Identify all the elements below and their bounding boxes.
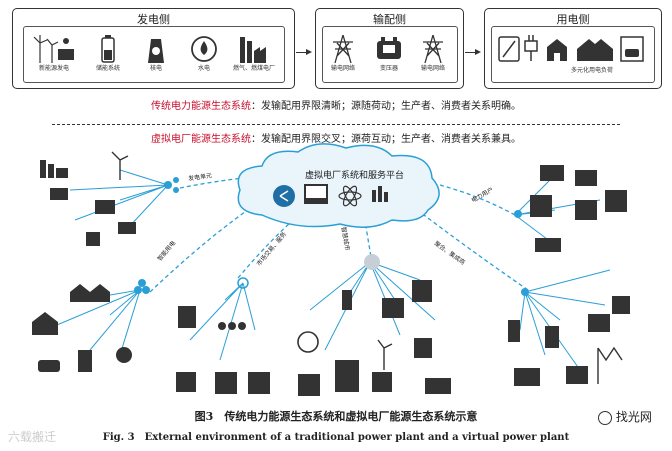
- arrow-generation-to-grid: [296, 48, 312, 55]
- virtual-ecosystem-label: 虚拟电厂能源生态系统: [151, 134, 251, 145]
- platform-cloud: [237, 143, 440, 228]
- section-divider: [52, 124, 620, 125]
- consumption-loads-icon: [498, 35, 644, 62]
- transmission-item-1: 输电网络: [314, 33, 372, 73]
- gas-coal-plant-item: 燃气、燃煤电厂: [225, 33, 283, 73]
- watermark-left: 六载搬迁: [8, 430, 57, 444]
- grid-side-panel: 输配侧 输电网络 变压器 输电网络: [315, 8, 464, 89]
- industry-icons: [508, 165, 630, 386]
- watermark-right: 找光网: [598, 408, 652, 425]
- nuclear-label: 核电: [149, 65, 162, 72]
- transmission-label-2: 输电网络: [420, 65, 445, 72]
- generation-side-panel: 发电侧 新能源发电 储能系统 核电 水电 燃气、燃煤电厂: [12, 8, 295, 89]
- consumption-side-panel: 用电侧 多元化用电负荷: [484, 8, 662, 89]
- nuclear-item: 核电: [127, 33, 185, 73]
- virtual-ecosystem-line: 虚拟电厂能源生态系统：发输配用界限交叉；源荷互动；生产者、消费者关系兼具。: [0, 130, 672, 145]
- consumption-inner-box: [491, 26, 655, 83]
- traditional-ecosystem-label: 传统电力能源生态系统: [151, 101, 251, 112]
- storage-system-item: 储能系统: [79, 33, 137, 73]
- traditional-ecosystem-line: 传统电力能源生态系统：发输配用界限清晰；源随荷动；生产者、消费者关系明确。: [0, 97, 672, 112]
- transformer-icon: [377, 37, 401, 59]
- generation-icons: [40, 151, 136, 246]
- transformer-item: 变压器: [360, 33, 418, 73]
- generation-side-title: 发电侧: [137, 13, 170, 26]
- hydro-label: 水电: [197, 65, 210, 72]
- battery-icon: [101, 35, 115, 63]
- grid-inner-box: [322, 26, 458, 83]
- hub-nodes: [134, 177, 529, 296]
- renewable-generation-item: 新能源发电: [25, 33, 83, 73]
- traditional-ecosystem-text: ：发输配用界限清晰；源随荷动；生产者、消费者关系明确。: [251, 101, 521, 112]
- watermark-logo-icon: [598, 410, 612, 425]
- transmission-label-1: 输电网络: [330, 65, 355, 72]
- renewable-generation-label: 新能源发电: [38, 65, 69, 72]
- hydro-item: 水电: [175, 33, 233, 73]
- transmission-tower-icon: [423, 34, 443, 64]
- wind-solar-icon: [33, 35, 74, 63]
- hydro-icon: [191, 36, 217, 62]
- watermark-right-text: 找光网: [615, 410, 652, 424]
- arrow-grid-to-consumption: [465, 48, 481, 55]
- caption-english: Fig. 3 External environment of a traditi…: [102, 432, 570, 443]
- caption-chinese: 图3 传统电力能源生态系统和虚拟电厂能源生态系统示意: [194, 410, 478, 423]
- transformer-label: 变压器: [379, 65, 398, 72]
- service-icons: [176, 306, 270, 394]
- grid-side-title: 输配侧: [373, 13, 406, 26]
- storage-system-label: 储能系统: [95, 65, 120, 72]
- cloud-title: 虚拟电厂系统和服务平台: [305, 171, 405, 181]
- transmission-item-2: 输电网络: [404, 33, 462, 73]
- nuclear-icon: [148, 39, 164, 63]
- consumption-side-title: 用电侧: [556, 13, 590, 26]
- city-icons: [297, 280, 451, 396]
- factory-icon: [240, 37, 266, 63]
- consumption-label: 多元化用电负荷: [571, 67, 614, 74]
- residential-icons: [32, 284, 132, 372]
- virtual-ecosystem-text: ：发输配用界限交叉；源荷互动；生产者、消费者关系兼具。: [251, 134, 521, 145]
- gas-coal-plant-label: 燃气、燃煤电厂: [232, 65, 275, 72]
- transmission-tower-icon: [333, 34, 353, 64]
- generation-inner-box: [23, 26, 285, 83]
